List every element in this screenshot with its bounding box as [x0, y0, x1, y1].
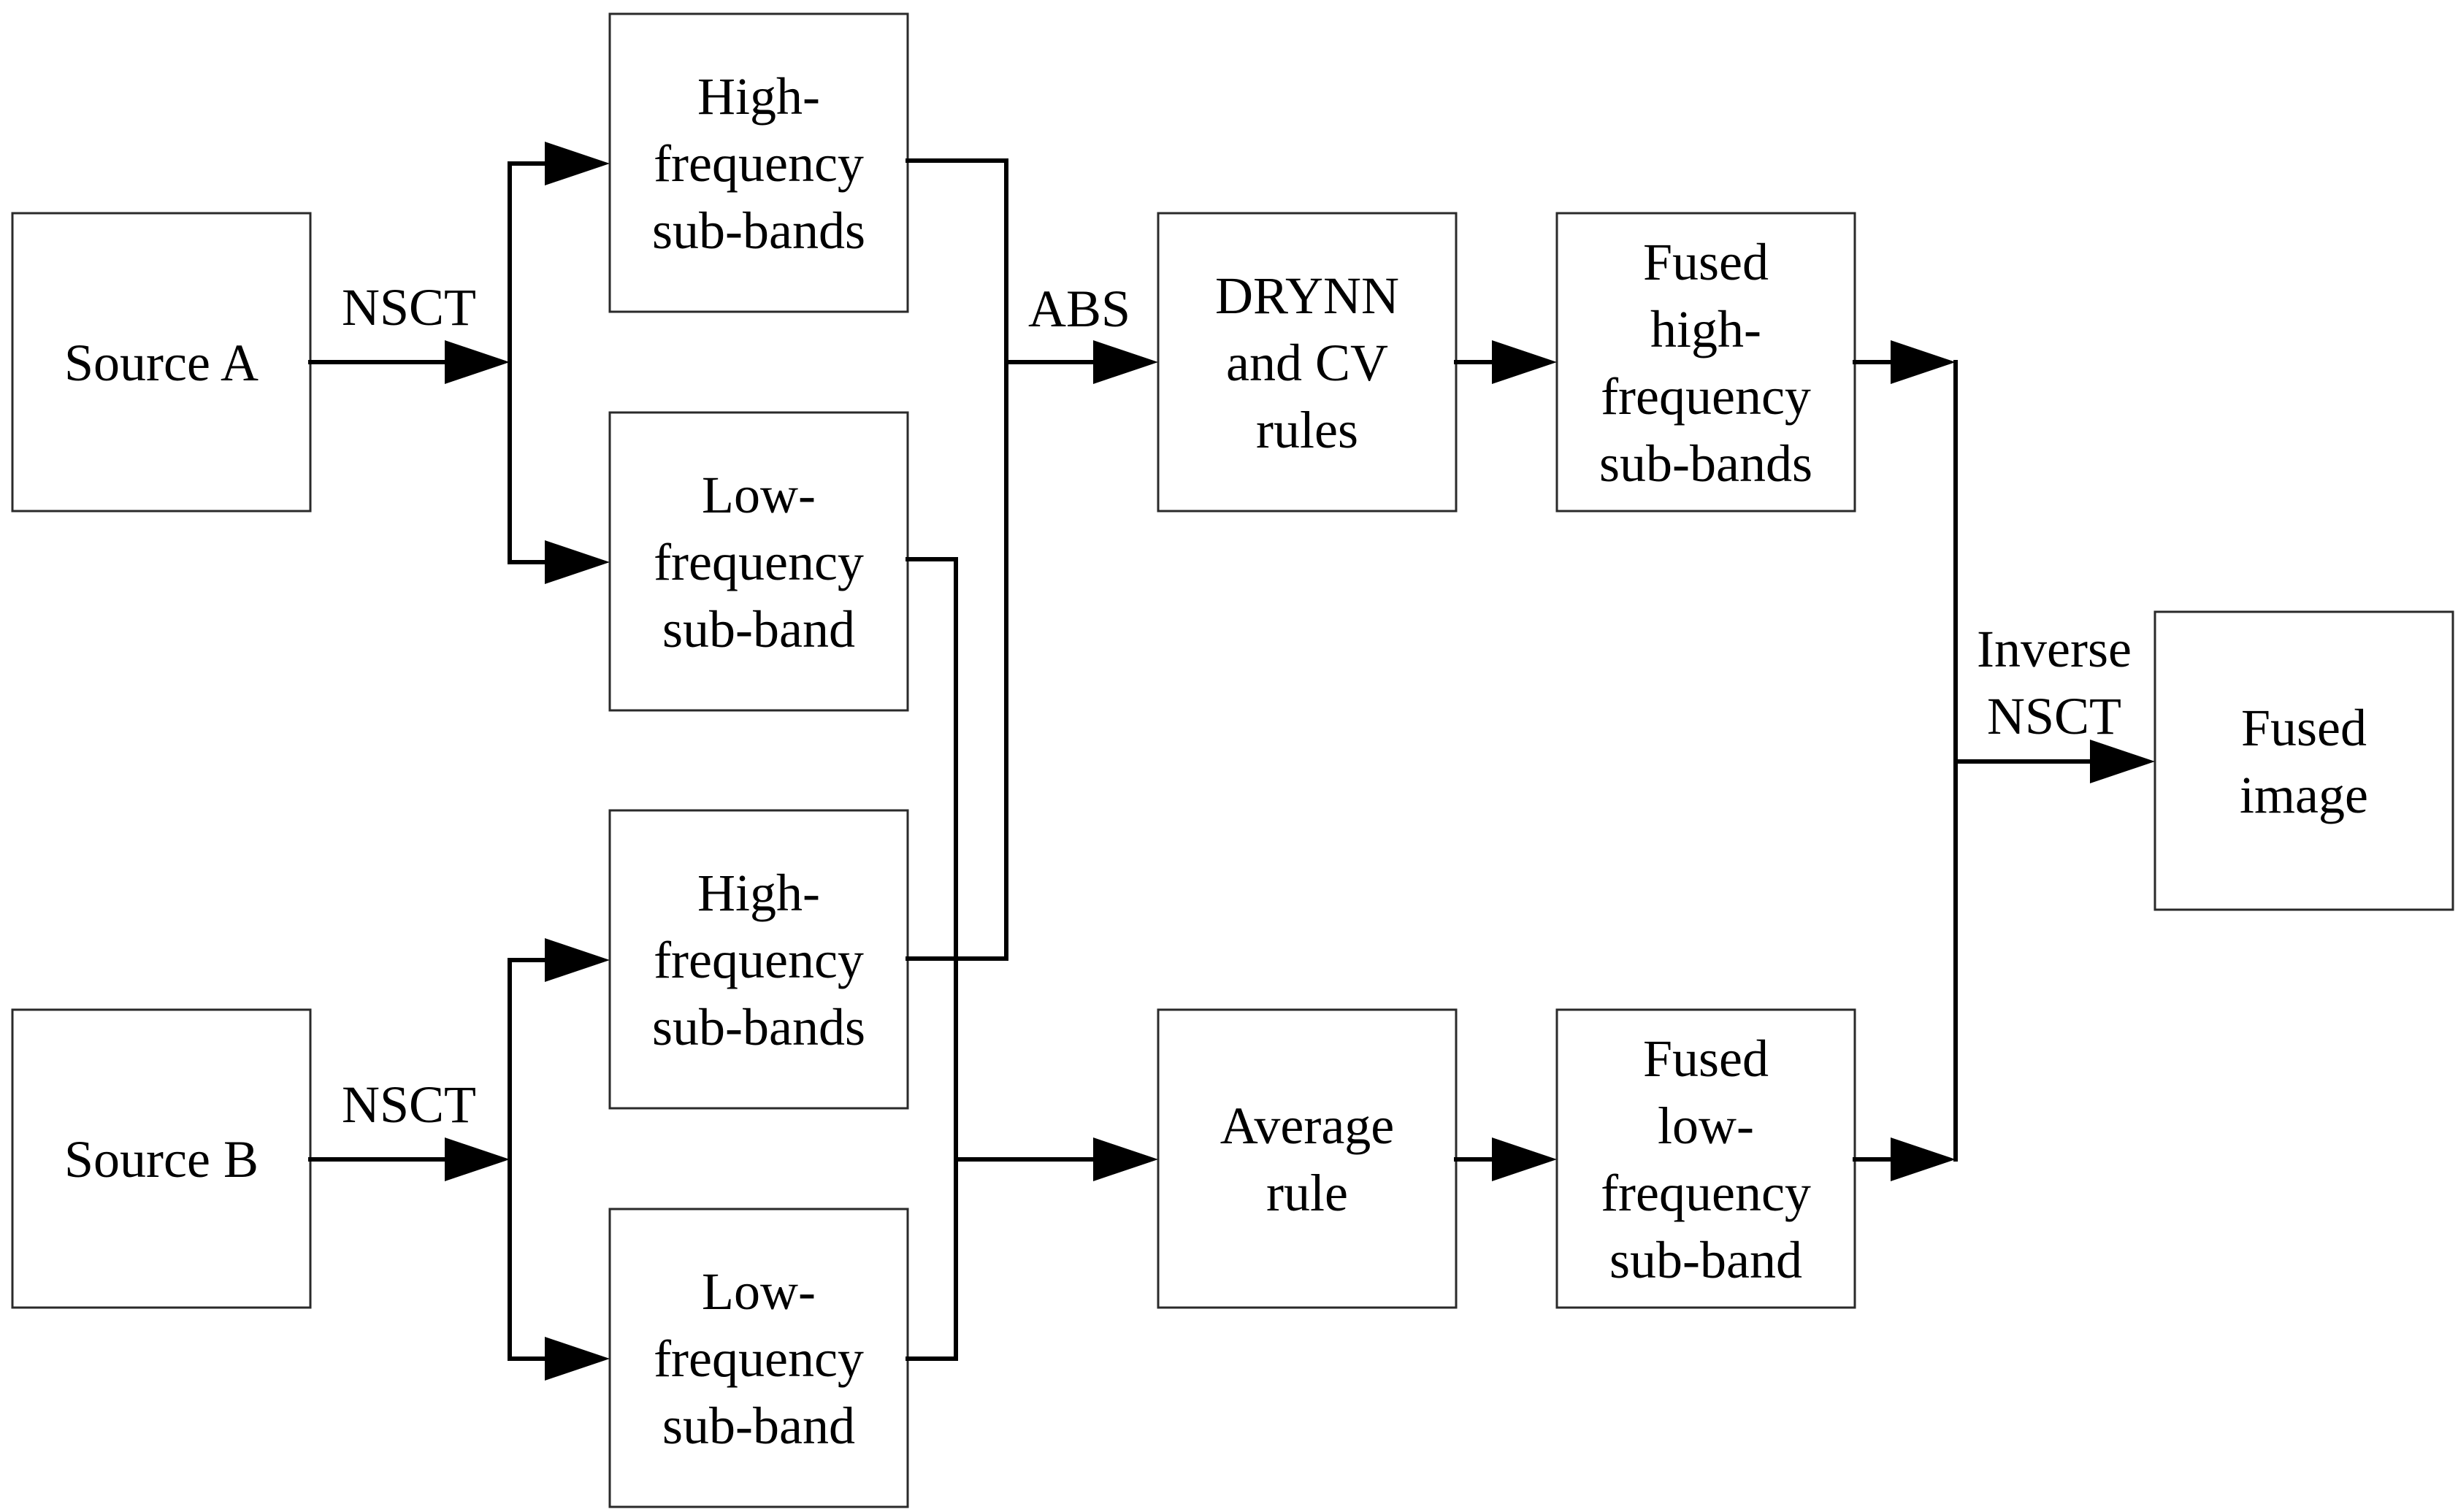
low-frequency-a-label-line-2: frequency [654, 533, 864, 591]
arrowhead-fused-high-out [1891, 340, 1956, 384]
drynn-cv-rules-label: DRYNN and CV rules [1215, 266, 1399, 459]
source-b-box: Source B [11, 1008, 312, 1309]
source-b-label-line-1: Source B [64, 1130, 259, 1189]
low-frequency-b-box: Low-frequency sub-band [608, 1208, 909, 1508]
fused-low-frequency-label-line-1: Fused [1643, 1029, 1769, 1088]
abs-label: ABS [1028, 280, 1130, 338]
arrowhead-low-b [545, 1337, 610, 1381]
arrowhead-fused-low-out [1891, 1137, 1956, 1181]
fused-high-frequency-label-line-1: Fused [1643, 233, 1769, 291]
low-merge-line [906, 557, 958, 1361]
low-frequency-a-label: Low-frequency sub-band [654, 466, 864, 659]
low-frequency-b-label-line-3: sub-band [662, 1397, 855, 1455]
arrowhead-source-a [445, 340, 510, 384]
nsct-b-label-line-1: NSCT [342, 1075, 476, 1134]
nsct-a-label-line-1: NSCT [342, 278, 476, 337]
arrowhead-fused-low [1492, 1137, 1557, 1181]
arrowhead-source-b [445, 1137, 510, 1181]
fused-high-frequency-label-line-2: high- [1650, 300, 1761, 358]
fused-low-frequency-label-line-3: frequency [1601, 1164, 1811, 1222]
high-frequency-b-label-line-2: frequency [654, 931, 864, 989]
nsct-a-label: NSCT [342, 278, 476, 337]
fused-low-frequency-box: Fused low-frequency sub-band [1555, 1008, 1856, 1309]
fused-high-frequency-label-line-3: frequency [1601, 367, 1811, 426]
fused-high-frequency-label-line-4: sub-bands [1599, 434, 1812, 493]
high-frequency-a-label-line-1: High- [697, 67, 820, 126]
average-rule-box: Average rule [1157, 1008, 1458, 1309]
drynn-cv-rules-box: DRYNN and CV rules [1157, 212, 1458, 513]
source-b-label: Source B [64, 1130, 259, 1189]
arrowhead-high-a [545, 142, 610, 185]
fused-low-frequency-label: Fused low-frequency sub-band [1601, 1029, 1811, 1289]
source-a-box: Source A [11, 212, 312, 513]
drynn-cv-rules-label-line-1: DRYNN [1215, 266, 1399, 325]
low-frequency-b-label-line-2: frequency [654, 1329, 864, 1388]
fused-low-frequency-label-line-4: sub-band [1609, 1231, 1802, 1289]
inverse-nsct-label-line-2: NSCT [1987, 687, 2121, 745]
source-a-label-line-1: Source A [64, 334, 259, 392]
fused-image-box: Fused image [2153, 610, 2454, 911]
drynn-cv-rules-label-line-2: and CV [1226, 334, 1388, 392]
inverse-nsct-label-line-1: Inverse [1977, 620, 2132, 678]
low-frequency-a-label-line-3: sub-band [662, 600, 855, 659]
high-frequency-b-label-line-1: High- [697, 864, 820, 922]
high-frequency-b-label-line-3: sub-bands [652, 998, 865, 1056]
fused-high-frequency-label: Fused high-frequency sub-bands [1599, 233, 1812, 493]
arrowhead-fused-image [2090, 740, 2155, 783]
average-rule-label: Average rule [1220, 1097, 1395, 1222]
arrowhead-drynn [1093, 340, 1158, 384]
fused-image-label: Fused image [2240, 699, 2368, 824]
fused-image-label-line-2: image [2240, 766, 2368, 824]
high-frequency-a-box: High-frequency sub-bands [608, 12, 909, 313]
fused-high-frequency-box: Fused high-frequency sub-bands [1555, 212, 1856, 513]
average-rule-label-line-1: Average [1220, 1097, 1395, 1155]
arrowhead-high-b [545, 938, 610, 982]
fused-low-frequency-label-line-2: low- [1658, 1097, 1754, 1155]
arrowhead-low-a [545, 540, 610, 584]
high-frequency-b-box: High-frequency sub-bands [608, 809, 909, 1110]
high-frequency-b-label: High-frequency sub-bands [652, 864, 865, 1056]
low-frequency-a-label-line-1: Low- [702, 466, 816, 524]
arrowhead-average [1093, 1137, 1158, 1181]
high-frequency-a-label-line-2: frequency [654, 134, 864, 193]
fused-image-label-line-1: Fused [2241, 699, 2367, 757]
average-rule-label-line-2: rule [1266, 1164, 1348, 1222]
low-frequency-b-label-line-1: Low- [702, 1262, 816, 1321]
low-frequency-b-label: Low-frequency sub-band [654, 1262, 864, 1455]
nsct-b-label: NSCT [342, 1075, 476, 1134]
high-frequency-a-label: High-frequency sub-bands [652, 67, 865, 260]
abs-label-line-1: ABS [1028, 280, 1130, 338]
high-frequency-a-label-line-3: sub-bands [652, 202, 865, 260]
arrowhead-fused-high [1492, 340, 1557, 384]
source-a-label: Source A [64, 334, 259, 392]
low-frequency-a-box: Low-frequency sub-band [608, 411, 909, 712]
drynn-cv-rules-label-line-3: rules [1256, 401, 1358, 459]
